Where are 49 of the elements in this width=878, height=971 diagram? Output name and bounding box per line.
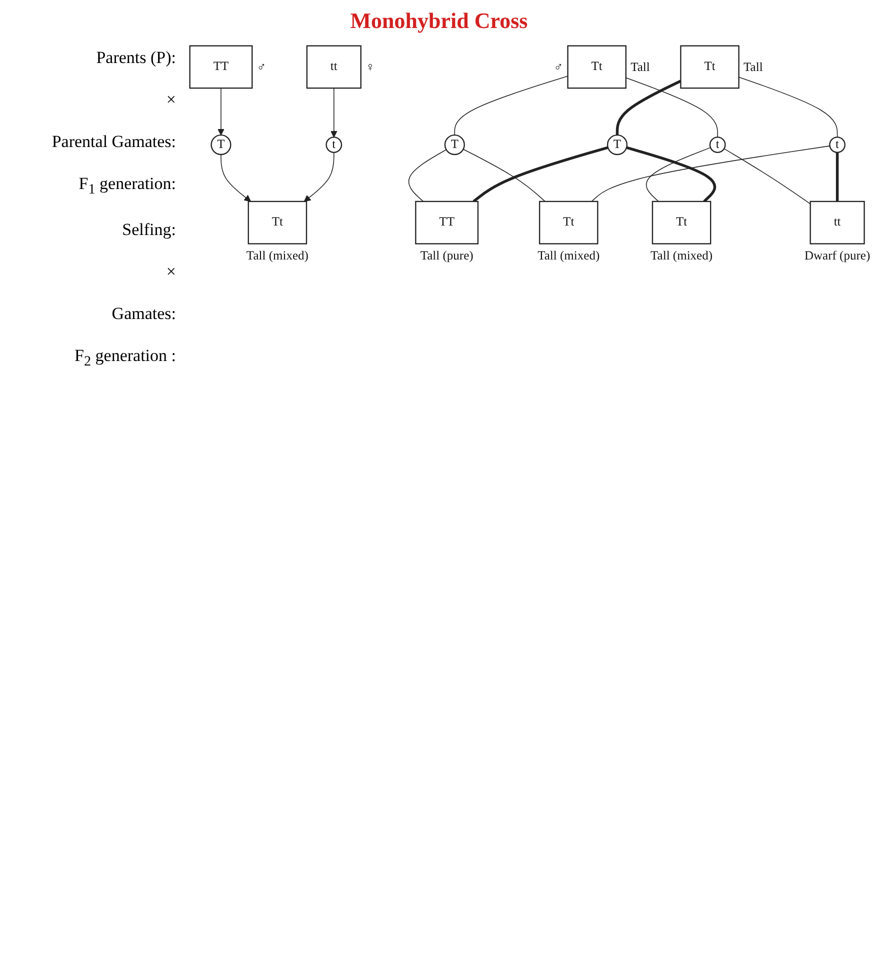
node-caption: Tall (mixed) (538, 248, 600, 262)
node-circle: T (210, 134, 232, 156)
connector (591, 146, 830, 202)
arrow (220, 154, 251, 202)
node-circle: t (829, 136, 846, 153)
node-caption: Tall (744, 60, 763, 74)
arrow (218, 88, 224, 136)
node-box: tt (306, 45, 362, 89)
node-box: Tt (652, 200, 712, 244)
row-label: Selfing: (121, 220, 176, 240)
connector (836, 152, 839, 202)
node-caption: Tall (630, 60, 650, 74)
node-box: Tt (567, 45, 626, 89)
arrow (330, 88, 338, 138)
diagram-title: Monohybrid Cross (349, 8, 529, 34)
node-caption: ♂ (256, 60, 266, 74)
row-label: F$_{1}$ generation: (78, 174, 176, 198)
connector (724, 148, 811, 204)
node-box: Tt (680, 45, 740, 89)
node-caption: ♀ (366, 60, 375, 74)
connector (738, 76, 838, 138)
row-label: × (165, 262, 176, 282)
node-caption: Tall (pure) (420, 248, 474, 262)
node-box: TT (415, 200, 479, 244)
row-label: × (165, 90, 176, 110)
node-circle: t (709, 136, 726, 153)
connector (646, 147, 711, 202)
connector (472, 146, 608, 203)
connector (616, 80, 682, 136)
connector (462, 148, 546, 202)
node-box: Tt (538, 200, 598, 244)
node-caption: Tall (mixed) (650, 248, 713, 262)
node-caption: ♂ (554, 60, 564, 74)
node-box: Tt (248, 200, 308, 244)
arrow (304, 152, 334, 202)
node-circle: t (326, 136, 342, 153)
node-caption: Tall (mixed) (246, 248, 308, 262)
node-caption: Dwarf (pure) (804, 248, 870, 262)
connector (626, 77, 718, 138)
node-box: tt (810, 200, 865, 244)
row-label: Parental Gamates: (50, 132, 176, 152)
connector (454, 76, 568, 136)
row-label: Gamates: (110, 304, 176, 324)
node-circle: T (444, 134, 465, 156)
row-label: Parents (P): (95, 48, 176, 68)
connector (408, 149, 447, 202)
node-box: TT (189, 45, 253, 89)
node-circle: T (606, 134, 628, 156)
row-label: F$_{2}$ generation : (73, 346, 176, 371)
